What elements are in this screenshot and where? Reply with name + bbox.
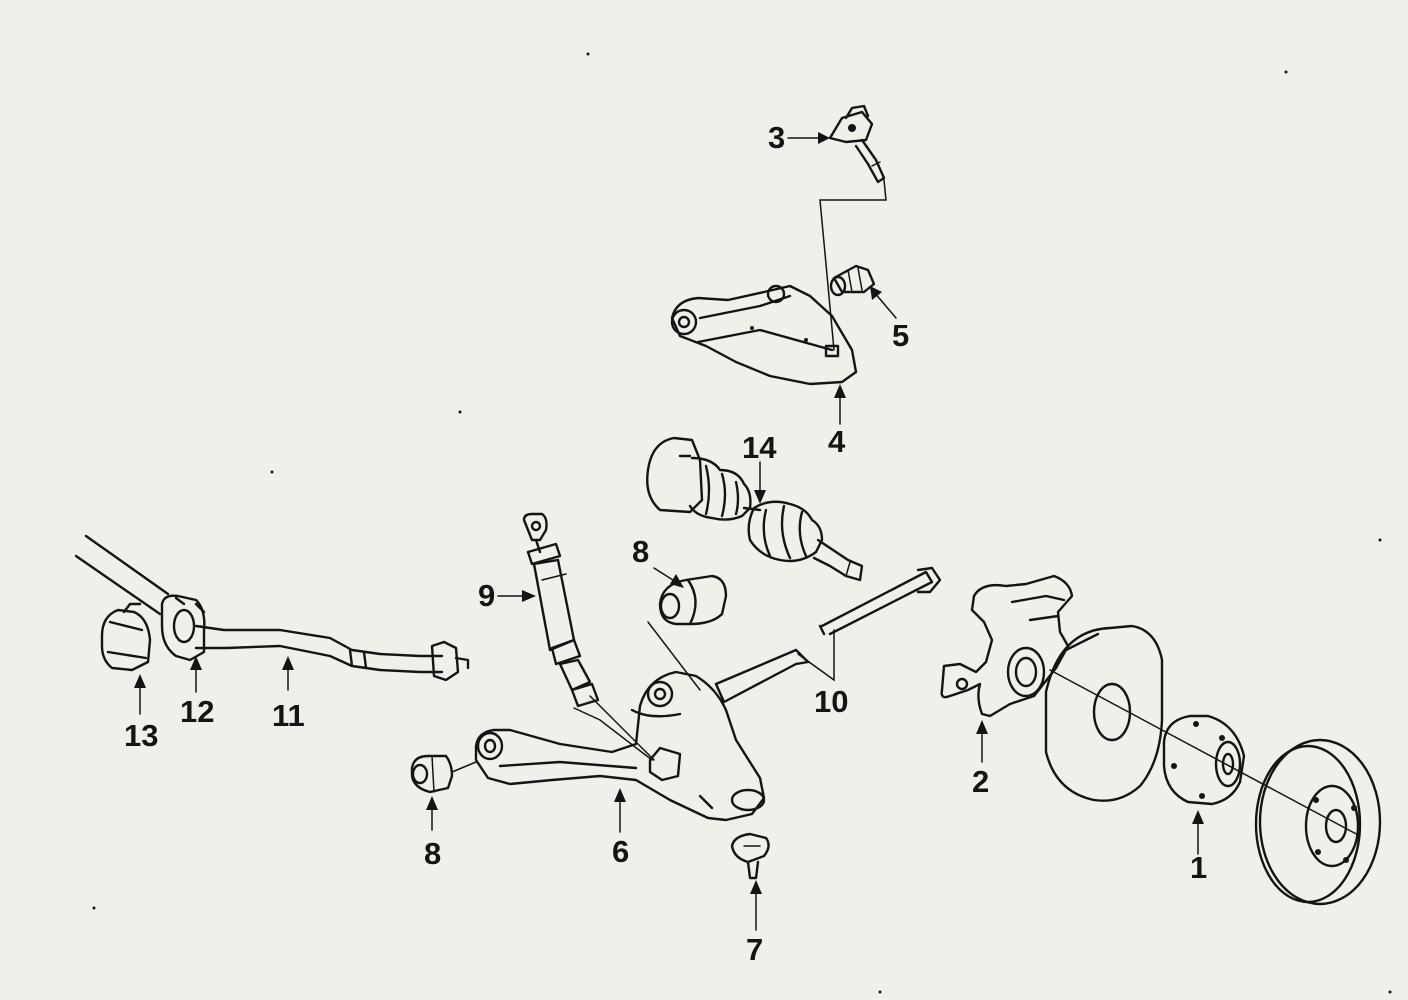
callout-8-lower: 8: [424, 836, 441, 871]
callout-10: 10: [814, 684, 848, 719]
leader-10: [797, 629, 835, 682]
callout-2: 2: [972, 764, 989, 799]
callout-12: 12: [180, 694, 214, 729]
callout-13: 13: [124, 718, 158, 753]
callout-4: 3: [768, 120, 785, 155]
scan-specks: [92, 52, 1392, 994]
cv-axle-shaft: [646, 436, 864, 582]
callout-5: 5: [892, 318, 909, 353]
lower-arm-bushing-front: [410, 754, 477, 794]
lower-ball-joint: [730, 832, 770, 880]
upper-control-arm: [670, 284, 858, 386]
callout-14: 14: [742, 430, 777, 465]
shock-absorber: [522, 512, 600, 708]
upper-arm-bushing: [829, 264, 876, 297]
stabilizer-bracket: [100, 602, 152, 672]
callout-11: 11: [272, 698, 305, 733]
leader-4-3: [819, 179, 887, 351]
callout-3: 4: [828, 424, 846, 459]
stabilizer-bushing: [160, 594, 206, 662]
torsion-bar: [714, 566, 942, 704]
lower-arm-bushing-rear: [658, 574, 728, 626]
stabilizer-bar: [74, 534, 470, 682]
brake-rotor: [1254, 738, 1382, 906]
splash-shield: [1044, 624, 1164, 802]
lower-control-arm: [474, 670, 766, 822]
leader-9-arm: [573, 707, 653, 761]
callout-9: 9: [478, 578, 495, 613]
leader-shock-arm: [589, 695, 655, 761]
callout-8-upper: 8: [632, 534, 649, 569]
hub-centerline: [1049, 669, 1361, 837]
leader-arrows: [134, 132, 1204, 931]
leader-8-arm: [647, 621, 701, 691]
callout-7: 7: [746, 932, 763, 967]
steering-knuckle: [940, 574, 1074, 718]
upper-ball-joint: [828, 104, 886, 184]
callout-1: 1: [1190, 850, 1207, 885]
callout-6: 6: [612, 834, 629, 869]
hub-bearing: [1162, 714, 1246, 806]
